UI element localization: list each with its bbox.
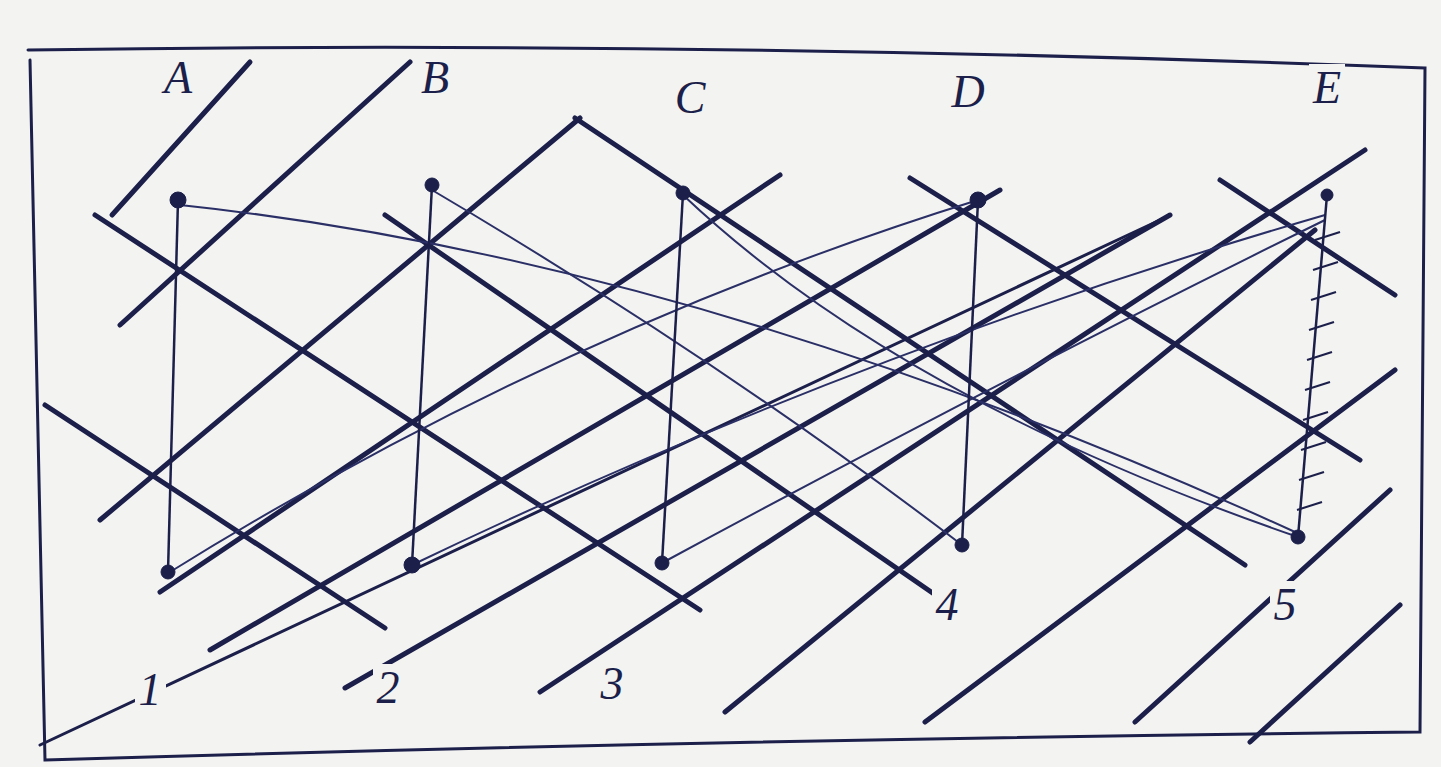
sketch-stroke (1298, 195, 1327, 537)
hatch-marks (1297, 232, 1340, 510)
sketch-stroke (1315, 232, 1340, 240)
sketch-stroke (1299, 472, 1324, 480)
column-letter: E (1309, 64, 1345, 112)
sketch-stroke (160, 175, 780, 592)
sketch-stroke (425, 178, 439, 192)
sketch-stroke (1305, 382, 1330, 390)
sketch-stroke (1301, 442, 1326, 450)
sketch-stroke (168, 200, 178, 572)
sketch-stroke (1311, 292, 1336, 300)
sketch-stroke (655, 556, 669, 570)
sketch-stroke (1303, 412, 1328, 420)
sketch-stroke (662, 193, 683, 563)
sketch-stroke (95, 215, 700, 610)
row-number: 4 (932, 581, 963, 629)
sketch-stroke (385, 215, 950, 605)
row-number: 5 (1270, 581, 1301, 629)
sketch-stroke (161, 565, 175, 579)
sketch-stroke (1309, 322, 1334, 330)
sketch-stroke (962, 200, 978, 545)
pin-links (168, 185, 1327, 572)
sketch-stroke (683, 195, 1298, 537)
sketch-stroke (28, 47, 1425, 760)
row-number: 3 (597, 660, 628, 708)
sketch-stroke (540, 150, 1365, 692)
sketch-stroke (925, 370, 1395, 722)
frame (28, 47, 1425, 760)
column-letter: C (671, 74, 710, 122)
sketch-stroke (412, 185, 432, 565)
sketch-stroke (170, 200, 978, 572)
column-letter: B (417, 54, 453, 102)
column-letter: D (947, 68, 988, 116)
sketch-stroke (676, 186, 690, 200)
pin-dots (161, 178, 1333, 579)
wire-lines (170, 190, 1325, 572)
row-number: 1 (135, 666, 166, 714)
sketch-stroke (404, 557, 420, 573)
sketch-stroke (1313, 262, 1338, 270)
sketch-stroke (432, 190, 962, 545)
sketch-stroke (1307, 352, 1332, 360)
sketch-stroke (170, 192, 186, 208)
sketch-stroke (180, 205, 1295, 532)
row-number: 2 (373, 664, 404, 712)
sketch-stroke (970, 192, 986, 208)
sketch-stroke (45, 405, 385, 628)
sketch-stroke (955, 538, 969, 552)
sketch-stroke (1291, 530, 1305, 544)
sketch-stroke (412, 215, 1325, 565)
sketch-stroke (1297, 502, 1322, 510)
hatch-lines (40, 62, 1400, 745)
sketch-stroke (1321, 189, 1333, 201)
column-letter: A (160, 54, 196, 102)
sketch-stroke (40, 220, 1160, 745)
